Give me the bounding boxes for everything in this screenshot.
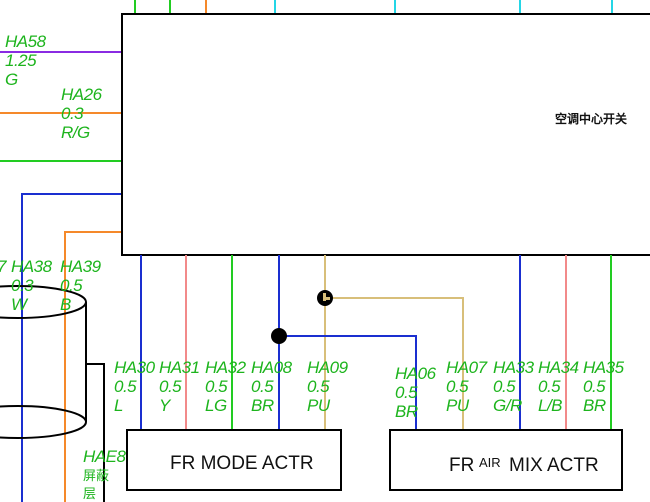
ac-center-switch-label: 空调中心开关 (555, 111, 627, 126)
fr-air-mix-label-fr: FR (449, 455, 474, 476)
left-wire-code: R/G (61, 123, 90, 142)
fr-mode-actuator-label: FR MODE ACTR (170, 453, 314, 474)
bottom-wire-code: G/R (493, 396, 522, 415)
bottom-wire-gauge: 0.5 (159, 377, 182, 396)
bottom-wire-id: HA32 (205, 358, 247, 377)
left-wire-gauge: 0.3 (61, 104, 84, 123)
bottom-wire-id: HA34 (538, 358, 579, 377)
bottom-wire-id: HA07 (446, 358, 488, 377)
bottom-wire-code: BR (395, 402, 418, 421)
splice-dot-blue (271, 328, 287, 344)
bottom-wire-id: HA08 (251, 358, 293, 377)
fr-air-mix-label-air: AIR (479, 455, 501, 470)
bottom-wire-code: PU (446, 396, 470, 415)
bottom-wire-gauge: 0.5 (205, 377, 228, 396)
left-wire-id: HA58 (5, 32, 47, 51)
side-wire-id: HA38 (11, 257, 53, 276)
bottom-wire-id: HA31 (159, 358, 200, 377)
shield-text-2: 层 (83, 487, 96, 502)
bottom-wire-code: BR (583, 396, 606, 415)
fr-mode-actuator-box (126, 429, 342, 491)
bottom-wire-gauge: 0.5 (583, 377, 606, 396)
side-wire-labels: 7 HA38 0.3 W HA39 0.5 B (0, 257, 102, 314)
side-wire-code: B (60, 295, 71, 314)
bottom-wire-id: HA35 (583, 358, 625, 377)
ac-center-switch-box (121, 13, 650, 256)
bottom-wire-code: L (114, 396, 123, 415)
side-wire-gauge: 0.5 (60, 276, 83, 295)
side-wire-id: 7 (0, 257, 7, 276)
bottom-wire-code: BR (251, 396, 274, 415)
bottom-wire-gauge: 0.5 (538, 377, 561, 396)
bottom-wire-code: Y (159, 396, 172, 415)
left-wire-id: HA26 (61, 85, 103, 104)
bottom-wire-gauge: 0.5 (251, 377, 274, 396)
shielded-cable-symbol (0, 285, 105, 502)
bottom-wire-code: L/B (538, 396, 562, 415)
shield-wire-id: HAE8 (83, 447, 126, 466)
left-wire-code: G (5, 70, 18, 89)
bottom-wire-gauge: 0.5 (395, 383, 418, 402)
bottom-wire-id: HA09 (307, 358, 349, 377)
shield-text-1: 屏蔽 (83, 469, 109, 484)
bottom-wire-id: HA30 (114, 358, 156, 377)
bottom-wires (140, 255, 612, 430)
fr-air-mix-label-end: MIX ACTR (509, 455, 599, 476)
side-wire-code: W (11, 295, 29, 314)
bottom-wire-labels: HA300.5LHA310.5YHA320.5LGHA080.5BRHA090.… (114, 358, 625, 421)
bottom-wire-gauge: 0.5 (307, 377, 330, 396)
bottom-wire-code: LG (205, 396, 227, 415)
fr-air-mix-actuator-box (389, 429, 623, 491)
left-wire-gauge: 1.25 (5, 51, 37, 70)
bottom-wire-id: HA06 (395, 364, 437, 383)
left-wires (0, 51, 122, 502)
bottom-wire-gauge: 0.5 (446, 377, 469, 396)
left-wire-labels: HA58 1.25 G HA26 0.3 R/G (5, 32, 103, 142)
top-stub-wires (134, 0, 613, 14)
bottom-wire-gauge: 0.5 (493, 377, 516, 396)
bottom-wire-code: PU (307, 396, 331, 415)
side-wire-id: HA39 (60, 257, 102, 276)
bottom-wire-id: HA33 (493, 358, 535, 377)
side-wire-gauge: 0.3 (11, 276, 34, 295)
bottom-wire-gauge: 0.5 (114, 377, 137, 396)
